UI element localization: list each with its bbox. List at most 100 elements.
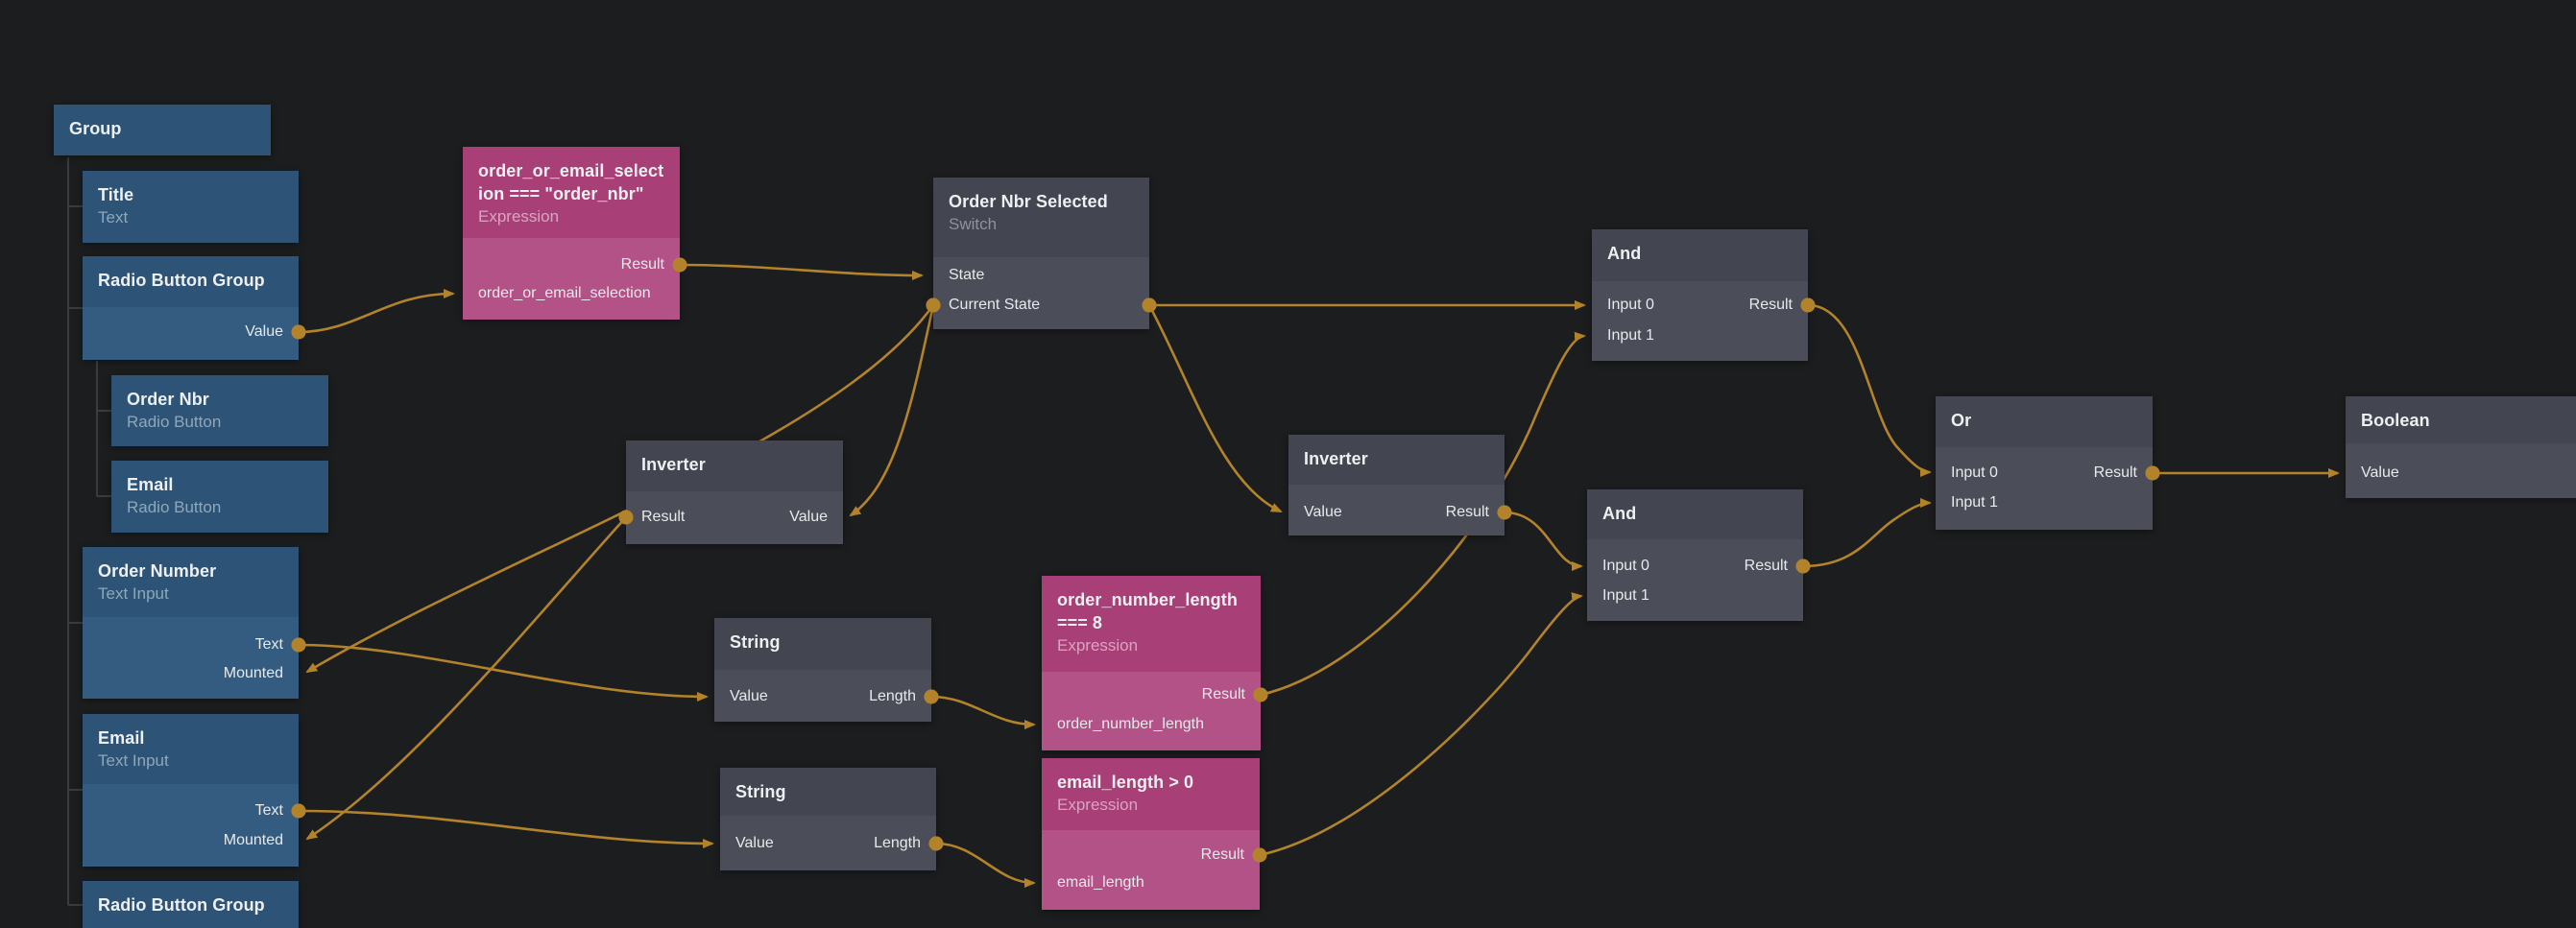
port-email-input-text[interactable]: Text bbox=[254, 802, 283, 819]
node-expr-order-or-email[interactable]: order_or_email_selection === "order_nbr"… bbox=[463, 147, 680, 320]
node-title: Radio Button Group bbox=[98, 895, 265, 915]
node-title: And bbox=[1607, 244, 1642, 263]
port-and-1-input-0[interactable]: Input 0 bbox=[1607, 297, 1654, 313]
wire-order-number-input.Text-to-string-1.Value[interactable] bbox=[298, 643, 709, 702]
port-and-1-input-1[interactable]: Input 1 bbox=[1607, 327, 1654, 344]
node-subtitle: Text bbox=[98, 208, 129, 226]
wire-and-1.Result-to-or.Input0[interactable] bbox=[1807, 303, 1932, 477]
wire-inverter-2.Result-to-and-2.Input0[interactable] bbox=[1504, 511, 1583, 571]
wire-and-2.Result-to-or.Input1[interactable] bbox=[1802, 498, 1932, 568]
port-and-2-result[interactable]: Result bbox=[1744, 558, 1788, 574]
node-body bbox=[1042, 672, 1261, 750]
node-body bbox=[463, 238, 680, 320]
node-radio-button-group-2[interactable]: Radio Button Group bbox=[83, 881, 299, 928]
node-title: Group bbox=[69, 119, 122, 138]
node-header: Inverter bbox=[626, 440, 843, 491]
port-expr-order-or-email-result[interactable]: Result bbox=[620, 256, 664, 273]
wire-switch-order-nbr-selected.CurrentState-to-inverter-1.Value[interactable] bbox=[849, 304, 935, 517]
node-header: Radio Button Group bbox=[83, 256, 299, 307]
port-inverter-2-result[interactable]: Result bbox=[1445, 504, 1489, 520]
port-boolean-value[interactable]: Value bbox=[2361, 464, 2399, 481]
port-radio-button-group-1-value[interactable]: Value bbox=[245, 323, 283, 340]
port-inverter-2-value[interactable]: Value bbox=[1304, 504, 1342, 520]
node-body bbox=[1592, 281, 1808, 361]
wire-switch-order-nbr-selected.CurrentState-to-inverter-2.Value[interactable] bbox=[1147, 304, 1283, 513]
port-expr-email-length-email-length[interactable]: email_length bbox=[1057, 874, 1144, 891]
wire-expr-order-or-email.Result-to-switch-order-nbr-selected.State[interactable] bbox=[679, 263, 924, 280]
node-title: Or bbox=[1951, 411, 1972, 430]
node-body bbox=[933, 257, 1149, 329]
node-subtitle: Expression bbox=[478, 207, 560, 226]
node-body bbox=[1587, 539, 1803, 621]
node-header: Group bbox=[54, 105, 271, 155]
port-string-1-length[interactable]: Length bbox=[869, 688, 916, 704]
port-and-2-input-1[interactable]: Input 1 bbox=[1602, 587, 1649, 604]
port-string-1-value[interactable]: Value bbox=[730, 688, 768, 704]
port-inverter-1-result[interactable]: Result bbox=[641, 509, 686, 525]
wire-email-input.Text-to-string-2.Value[interactable] bbox=[298, 809, 714, 848]
node-title: Order Nbr Selected bbox=[949, 192, 1108, 211]
node-title: Radio Button Group bbox=[98, 271, 265, 290]
port-expr-order-number-length-result[interactable]: Result bbox=[1201, 686, 1245, 702]
port-or-input-0[interactable]: Input 0 bbox=[1951, 464, 1998, 481]
port-email-input-mounted[interactable]: Mounted bbox=[223, 832, 283, 848]
port-inverter-1-value[interactable]: Value bbox=[789, 509, 828, 525]
node-title: Boolean bbox=[2361, 411, 2430, 430]
port-or-input-1[interactable]: Input 1 bbox=[1951, 494, 1998, 511]
node-subtitle: Text Input bbox=[98, 584, 169, 603]
port-and-2-input-0[interactable]: Input 0 bbox=[1602, 558, 1649, 574]
port-expr-email-length-result[interactable]: Result bbox=[1200, 846, 1244, 863]
wire-inverter-1.Result-to-email-input.Mounted[interactable] bbox=[305, 516, 627, 841]
node-title: String bbox=[730, 632, 781, 652]
node-body bbox=[83, 307, 299, 360]
port-and-1-result[interactable]: Result bbox=[1748, 297, 1793, 313]
node-header: order_or_email_selection === "order_nbr"… bbox=[463, 147, 680, 238]
node-title: Email bbox=[98, 728, 145, 748]
node-body bbox=[1288, 485, 1505, 535]
port-expr-order-or-email-order-or-email-selection[interactable]: order_or_email_selection bbox=[478, 285, 651, 301]
wire-string-2.Length-to-expr-email-length.email_length[interactable] bbox=[935, 842, 1036, 888]
port-switch-order-nbr-selected-state[interactable]: State bbox=[949, 267, 985, 283]
port-string-2-length[interactable]: Length bbox=[874, 835, 921, 851]
port-expr-order-number-length-order-number-length[interactable]: order_number_length bbox=[1057, 716, 1204, 732]
node-subtitle: Radio Button bbox=[127, 498, 222, 516]
wire-string-1.Length-to-expr-order-number-length.order_number_length[interactable] bbox=[930, 695, 1036, 729]
node-group[interactable]: Group bbox=[54, 105, 271, 155]
wire-expr-email-length.Result-to-and-2.Input1[interactable] bbox=[1259, 592, 1583, 857]
node-header: Radio Button Group bbox=[83, 881, 299, 928]
port-switch-order-nbr-selected-current-state[interactable]: Current State bbox=[949, 297, 1041, 313]
node-subtitle: Text Input bbox=[98, 751, 169, 770]
node-body bbox=[1936, 447, 2153, 530]
port-order-number-input-mounted[interactable]: Mounted bbox=[223, 665, 283, 681]
port-string-2-value[interactable]: Value bbox=[735, 835, 774, 851]
port-or-result[interactable]: Result bbox=[2093, 464, 2137, 481]
node-body bbox=[1042, 830, 1260, 910]
port-order-number-input-text[interactable]: Text bbox=[254, 636, 283, 653]
wire-radio-button-group-1.Value-to-expr-order-or-email.order_or_email_selection[interactable] bbox=[298, 289, 455, 334]
node-subtitle: Radio Button bbox=[127, 413, 222, 431]
